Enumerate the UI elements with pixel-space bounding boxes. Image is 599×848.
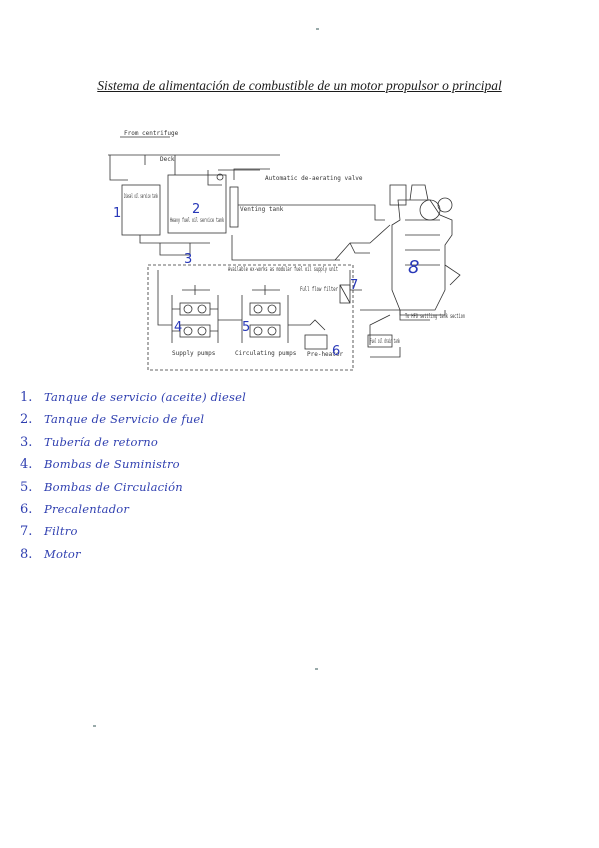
diagram-number-3: 3	[184, 252, 192, 267]
legend-list: 1.Tanque de servicio (aceite) diesel 2.T…	[20, 386, 246, 565]
diagram-number-1: 1	[113, 206, 121, 221]
deaerating-valve-label: Automatic de-aerating valve	[265, 175, 363, 182]
from-centrifuge-label: From centrifuge	[124, 130, 179, 137]
legend-item: 8.Motor	[20, 546, 81, 562]
available-ex-works-label: Available ex-works as modular fuel oil s…	[228, 266, 338, 273]
hfo-tank-label: Heavy fuel oil service tank	[170, 217, 224, 224]
circulating-pumps-label: Circulating pumps	[235, 350, 297, 357]
supply-pumps-label: Supply pumps	[172, 350, 216, 357]
legend-item: 5.Bombas de Circulación	[20, 479, 183, 495]
diagram-number-5: 5	[242, 320, 250, 335]
fuel-system-diagram: From centrifuge Deck Automatic de-aerati…	[108, 130, 465, 371]
diesel-tank-label: Diesel oil service tank	[124, 193, 158, 200]
legend-item: 4.Bombas de Suministro	[20, 457, 180, 473]
scan-speck	[315, 668, 318, 670]
diagram-number-4: 4	[174, 320, 182, 335]
pre-heater-label: Pre-heater	[307, 351, 344, 358]
page-title: Sistema de alimentación de combustible d…	[97, 78, 502, 93]
to-hfo-settling-label: To HFO settling tank section	[405, 313, 465, 320]
full-flow-filter-label: Full flow filter	[300, 286, 338, 293]
legend-item: 6.Precalentador	[20, 501, 130, 517]
diagram-number-7: 7	[350, 278, 358, 293]
drain-tank-label: Fuel oil drain tank	[370, 338, 400, 345]
deck-label: Deck	[160, 156, 175, 163]
legend-item: 2.Tanque de Servicio de fuel	[20, 412, 205, 428]
diagram-number-6: 6	[332, 344, 340, 359]
scan-speck	[316, 28, 319, 30]
diagram-number-2: 2	[192, 202, 200, 217]
legend-item: 7.Filtro	[20, 524, 78, 540]
legend-item: 1.Tanque de servicio (aceite) diesel	[20, 390, 247, 405]
legend-item: 3.Tubería de retorno	[20, 434, 159, 450]
scan-speck	[93, 725, 96, 727]
venting-tank-label: Venting tank	[240, 206, 284, 213]
diagram-number-8: 8	[408, 257, 419, 278]
